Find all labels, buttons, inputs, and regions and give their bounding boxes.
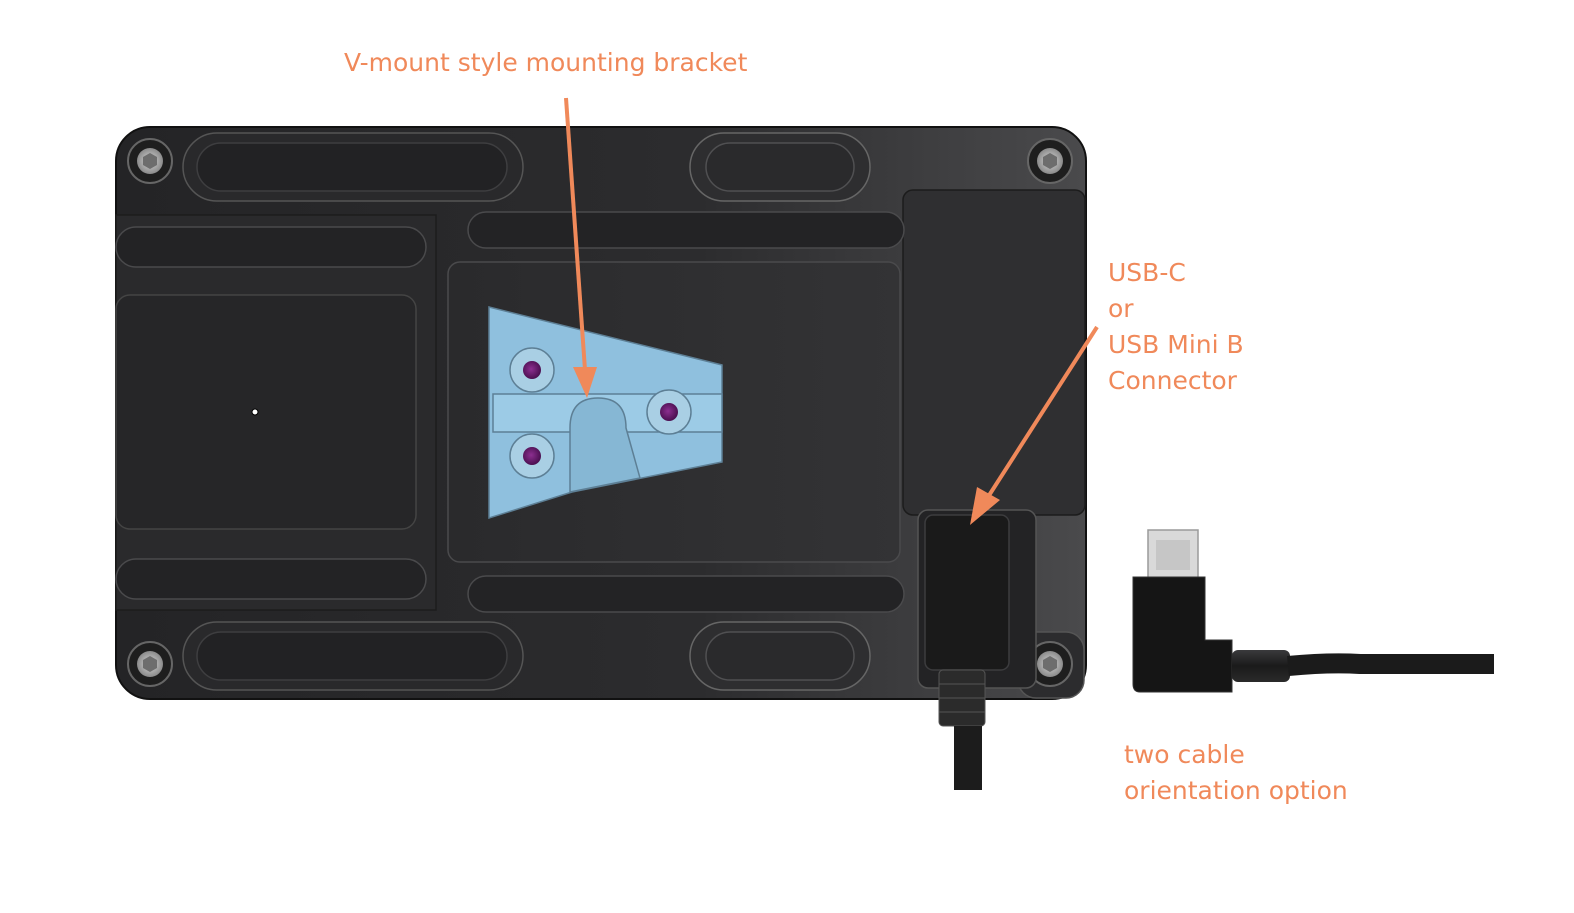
v-mount-bracket-icon: [488, 306, 723, 520]
cable-annotation-line: orientation option: [1124, 776, 1348, 805]
connector-annotation-line: or: [1108, 294, 1134, 323]
hex-socket-screw-icon: [127, 641, 173, 687]
connector-annotation-line: USB-C: [1108, 258, 1186, 287]
hex-socket-screw-icon: [1027, 641, 1073, 687]
cable-annotation-line: two cable: [1124, 740, 1245, 769]
arrow-icon: [970, 325, 1099, 525]
connector-annotation: USB-C or USB Mini B Connector: [1108, 255, 1244, 399]
cable-annotation: two cable orientation option: [1124, 737, 1348, 809]
bolt-icon: [509, 433, 555, 479]
hex-socket-screw-icon: [127, 138, 173, 184]
bracket-annotation: V-mount style mounting bracket: [344, 48, 748, 77]
connector-annotation-line: USB Mini B: [1108, 330, 1244, 359]
bolt-icon: [509, 347, 555, 393]
connector-annotation-line: Connector: [1108, 366, 1237, 395]
usb-connector-icon: [917, 509, 1037, 790]
right-angle-usb-cable-icon: [1132, 529, 1494, 693]
hex-socket-screw-icon: [1027, 138, 1073, 184]
arrow-icon: [564, 97, 597, 398]
bolt-icon: [646, 389, 692, 435]
